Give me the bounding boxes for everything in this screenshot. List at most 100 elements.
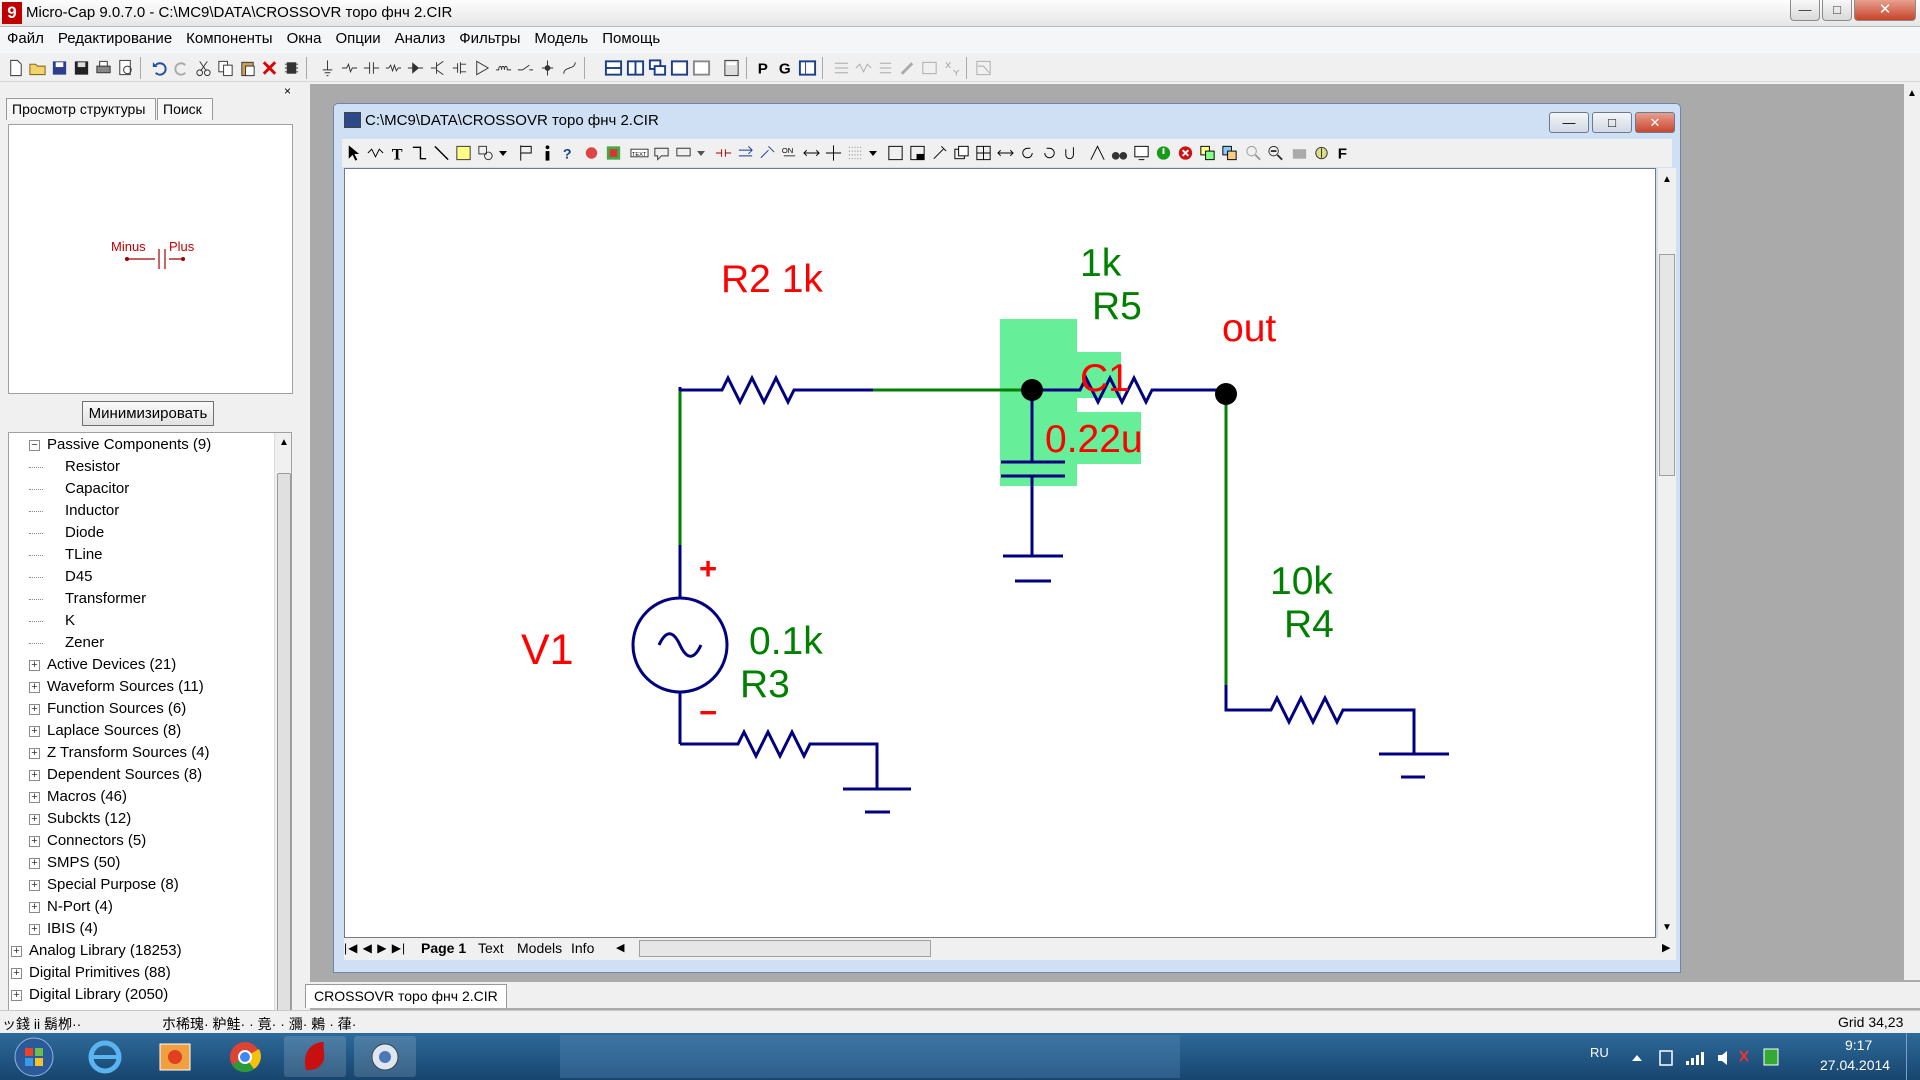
r4-name-label[interactable]: R4 [1284, 603, 1334, 646]
show-desktop-button[interactable] [1906, 1033, 1920, 1080]
expand-icon[interactable]: + [29, 704, 40, 715]
settings-app-icon[interactable] [354, 1036, 416, 1077]
node-numbers-icon[interactable] [674, 143, 693, 163]
grid-text-icon[interactable]: G [776, 58, 795, 78]
current-display-icon[interactable] [758, 143, 777, 163]
c1-value-label[interactable]: 0.22u [1045, 418, 1143, 461]
color-mode-icon[interactable] [604, 143, 623, 163]
canvas-scroll-thumb[interactable] [1659, 254, 1675, 476]
r3-resistor[interactable] [680, 728, 911, 814]
attribute-text-icon[interactable] [652, 143, 671, 163]
print-preview-icon[interactable] [116, 58, 135, 78]
menu-components[interactable]: Компоненты [186, 30, 273, 47]
language-indicator[interactable]: RU [1590, 1045, 1609, 1060]
tab-text[interactable]: Text [478, 940, 504, 956]
scroll-up-icon[interactable]: ▲ [1907, 88, 1917, 99]
text-size-icon[interactable] [876, 58, 895, 78]
system-tray-icons[interactable] [1630, 1047, 1780, 1067]
expand-icon[interactable]: + [29, 792, 40, 803]
step-box-icon[interactable] [974, 143, 993, 163]
expand-icon[interactable]: + [29, 770, 40, 781]
wave-icon[interactable] [854, 58, 873, 78]
expand-icon[interactable]: + [29, 924, 40, 935]
r3-value-label[interactable]: 0.1k [749, 620, 823, 663]
mosfet-tool-icon[interactable] [450, 58, 469, 78]
select-arrow-icon[interactable] [344, 143, 363, 163]
chrome-icon[interactable] [214, 1036, 276, 1077]
image-icon[interactable] [920, 58, 939, 78]
collapse-icon[interactable]: − [29, 440, 40, 451]
diode-tool-icon[interactable] [406, 58, 425, 78]
canvas-vertical-scrollbar[interactable]: ▲ ▼ [1658, 168, 1676, 938]
close-window-button[interactable]: ✕ [1854, 0, 1916, 21]
tab-search[interactable]: Поиск [157, 98, 213, 120]
graphics-dropdown-icon[interactable] [498, 143, 508, 163]
grid-dropdown-icon[interactable] [868, 143, 878, 163]
opamp-tool-icon[interactable] [472, 58, 491, 78]
tile-vertical-icon[interactable] [626, 58, 645, 78]
scroll-left-icon[interactable]: ◀ [616, 942, 625, 954]
expand-icon[interactable]: + [11, 968, 22, 979]
paste-window-icon[interactable] [1220, 143, 1239, 163]
menu-help[interactable]: Помощь [602, 30, 661, 47]
menu-model[interactable]: Модель [534, 30, 589, 47]
font-icon[interactable]: F [1334, 143, 1353, 163]
node-voltages-icon[interactable] [736, 143, 755, 163]
grid-icon[interactable] [832, 58, 851, 78]
menu-options[interactable]: Опции [335, 30, 381, 47]
tab-info[interactable]: Info [571, 940, 595, 956]
expand-icon[interactable]: + [29, 902, 40, 913]
inductor-tool-icon[interactable] [494, 58, 513, 78]
node-tool-icon[interactable] [538, 58, 557, 78]
minimize-window-button[interactable]: — [1790, 0, 1820, 21]
out-node-label[interactable]: out [1222, 307, 1277, 350]
rotate-icon[interactable] [952, 143, 971, 163]
workspace-scrollbar[interactable]: ▲ [1904, 84, 1920, 980]
pin-names-icon[interactable]: P [754, 58, 773, 78]
microcap-taskbar-icon[interactable] [284, 1036, 346, 1077]
text-mode-icon[interactable]: T [388, 143, 407, 163]
scroll-down-icon[interactable]: ▼ [1662, 922, 1672, 933]
r3-name-label[interactable]: R3 [740, 663, 790, 706]
menu-analysis[interactable]: Анализ [394, 30, 446, 47]
zoom-out-icon[interactable] [1266, 143, 1285, 163]
r5-value-label[interactable]: 1k [1080, 242, 1122, 285]
info-mode-icon[interactable] [538, 143, 557, 163]
expand-icon[interactable]: + [29, 858, 40, 869]
menu-edit[interactable]: Редактирование [57, 30, 173, 47]
paste-icon[interactable] [238, 58, 257, 78]
r4-resistor[interactable] [1224, 685, 1449, 779]
cascade-icon[interactable] [648, 58, 667, 78]
ground-tool-icon[interactable] [318, 58, 337, 78]
expand-icon[interactable]: + [29, 726, 40, 737]
child-minimize-button[interactable]: — [1549, 112, 1589, 133]
transistor-tool-icon[interactable] [428, 58, 447, 78]
microcap-app-icon[interactable]: 9 [2, 2, 22, 24]
probe-icon[interactable] [898, 58, 917, 78]
mirror-icon[interactable] [996, 143, 1015, 163]
resistor-tool-icon[interactable] [384, 58, 403, 78]
pin-connections-icon[interactable] [714, 143, 733, 163]
wire-tool-icon[interactable] [560, 58, 579, 78]
tile-horizontal-icon[interactable] [604, 58, 623, 78]
scroll-up-icon[interactable]: ▲ [279, 437, 289, 448]
text-display-icon[interactable]: TEXT [630, 143, 649, 163]
expand-icon[interactable]: + [29, 814, 40, 825]
page-navigation-icons[interactable]: |◀ ◀ ▶ ▶| [344, 941, 407, 955]
panel-close-button[interactable]: × [284, 84, 292, 98]
point-to-end-icon[interactable] [582, 143, 601, 163]
expand-icon[interactable]: + [29, 836, 40, 847]
tab-models[interactable]: Models [517, 940, 563, 956]
component-icon[interactable] [282, 58, 301, 78]
diagonal-wire-icon[interactable] [432, 143, 451, 163]
split-window-icon[interactable] [692, 58, 711, 78]
maximize-window-button[interactable]: □ [1822, 0, 1852, 21]
border-icon[interactable] [886, 143, 905, 163]
probe-monitor-icon[interactable] [1132, 143, 1151, 163]
menu-filters[interactable]: Фильтры [459, 30, 521, 47]
schematic-canvas[interactable]: R2 1k 1k R5 out C1 0.22u + − V1 0.1k R3 … [344, 168, 1656, 938]
source-tool-icon[interactable] [340, 58, 359, 78]
child-close-button[interactable]: ✕ [1635, 112, 1675, 133]
undo-icon[interactable] [150, 58, 169, 78]
scroll-up-icon[interactable]: ▲ [1662, 174, 1672, 185]
